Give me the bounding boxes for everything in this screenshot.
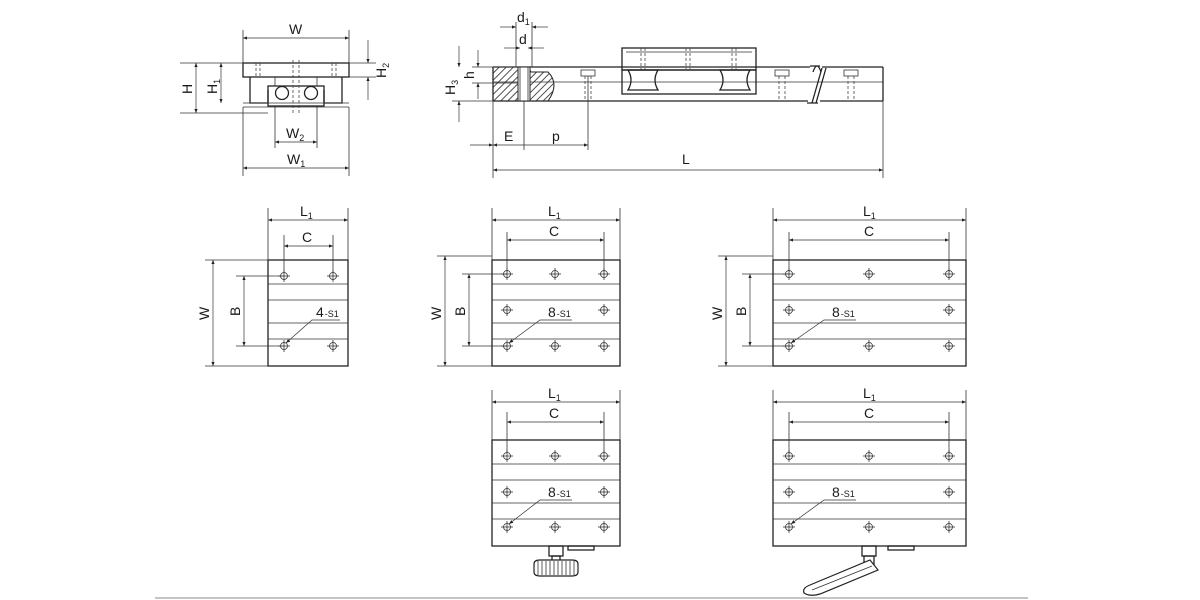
mount-hole	[598, 521, 610, 533]
mount-hole	[549, 521, 561, 533]
side-d-label: d	[519, 31, 527, 47]
front-w1-label: W1	[287, 151, 305, 169]
mount-hole	[327, 270, 339, 282]
mount-hole	[783, 521, 795, 533]
mount-hole	[501, 450, 513, 462]
knob-holes	[501, 450, 610, 533]
rail	[492, 65, 884, 104]
mount-hole	[943, 486, 955, 498]
plan-right: L1 C W B 8-S1	[709, 203, 967, 367]
front-w-label: W	[289, 21, 303, 37]
small-w-label: W	[196, 306, 212, 320]
small-holes	[278, 270, 339, 352]
mount-hole	[327, 340, 339, 352]
clamp-lever-icon	[803, 545, 915, 596]
mount-hole	[783, 304, 795, 316]
mount-hole	[501, 340, 513, 352]
mount-hole	[598, 268, 610, 280]
mount-hole	[943, 268, 955, 280]
right-holes	[783, 268, 955, 352]
mount-hole	[943, 304, 955, 316]
mount-hole	[598, 340, 610, 352]
small-b-label: B	[227, 307, 243, 316]
clamp-knob-icon	[533, 545, 595, 577]
knob-c-label: C	[549, 405, 559, 421]
carriage-profile	[242, 60, 350, 113]
knob-l1-label: L1	[548, 385, 561, 403]
front-w2-label: W2	[286, 125, 304, 143]
side-h-label: h	[461, 71, 477, 79]
lever-c-label: C	[864, 405, 874, 421]
small-holes-label: 4-S1	[316, 304, 339, 320]
right-c-label: C	[864, 223, 874, 239]
small-c-label: C	[302, 229, 312, 245]
carriage-side	[621, 47, 757, 95]
mount-hole	[549, 340, 561, 352]
mount-hole	[943, 521, 955, 533]
mount-hole	[549, 268, 561, 280]
mount-hole	[783, 340, 795, 352]
right-b-label: B	[733, 307, 749, 316]
mount-hole	[278, 270, 290, 282]
side-view: d1 d h H3 E p L	[442, 9, 884, 178]
mount-hole	[943, 340, 955, 352]
lever-holes	[783, 450, 955, 533]
mount-hole	[783, 268, 795, 280]
mount-hole	[501, 521, 513, 533]
mount-hole	[863, 268, 875, 280]
side-p-label: p	[552, 128, 560, 144]
plan-small: L1 C W B 4-S1	[196, 203, 349, 367]
mount-hole	[598, 304, 610, 316]
mid-b-label: B	[452, 307, 468, 316]
mount-hole	[598, 486, 610, 498]
front-h-label: H	[179, 84, 195, 94]
right-holes-label: 8-S1	[832, 304, 855, 320]
side-d1-label: d1	[517, 9, 530, 27]
right-w-label: W	[709, 306, 725, 320]
mount-hole	[501, 304, 513, 316]
mount-hole	[278, 340, 290, 352]
mount-hole	[783, 450, 795, 462]
knob-holes-label: 8-S1	[548, 484, 571, 500]
mount-hole	[598, 450, 610, 462]
plan-mid: L1 C W B 8-S1	[428, 203, 621, 367]
small-l1-label: L1	[300, 203, 313, 221]
front-h2-label: H2	[373, 63, 391, 78]
mount-hole	[549, 450, 561, 462]
mount-hole	[863, 521, 875, 533]
mount-hole	[943, 450, 955, 462]
side-e-label: E	[504, 128, 513, 144]
lever-l1-label: L1	[863, 385, 876, 403]
mid-w-label: W	[428, 306, 444, 320]
mid-c-label: C	[549, 223, 559, 239]
mid-holes	[501, 268, 610, 352]
mount-hole	[783, 486, 795, 498]
mount-hole	[501, 486, 513, 498]
mid-l1-label: L1	[548, 203, 561, 221]
front-h1-label: H1	[204, 79, 222, 94]
plan-knob: L1 C 8-S1	[491, 385, 621, 577]
side-h3-label: H3	[442, 80, 460, 95]
front-view: W H H1 H2 W2 W1	[179, 21, 391, 176]
mount-hole	[863, 450, 875, 462]
mount-hole	[501, 268, 513, 280]
mid-holes-label: 8-S1	[548, 304, 571, 320]
mount-hole	[863, 340, 875, 352]
right-l1-label: L1	[863, 203, 876, 221]
lever-holes-label: 8-S1	[832, 484, 855, 500]
side-l-label: L	[682, 151, 690, 167]
plan-lever: L1 C 8-S1	[772, 385, 967, 596]
